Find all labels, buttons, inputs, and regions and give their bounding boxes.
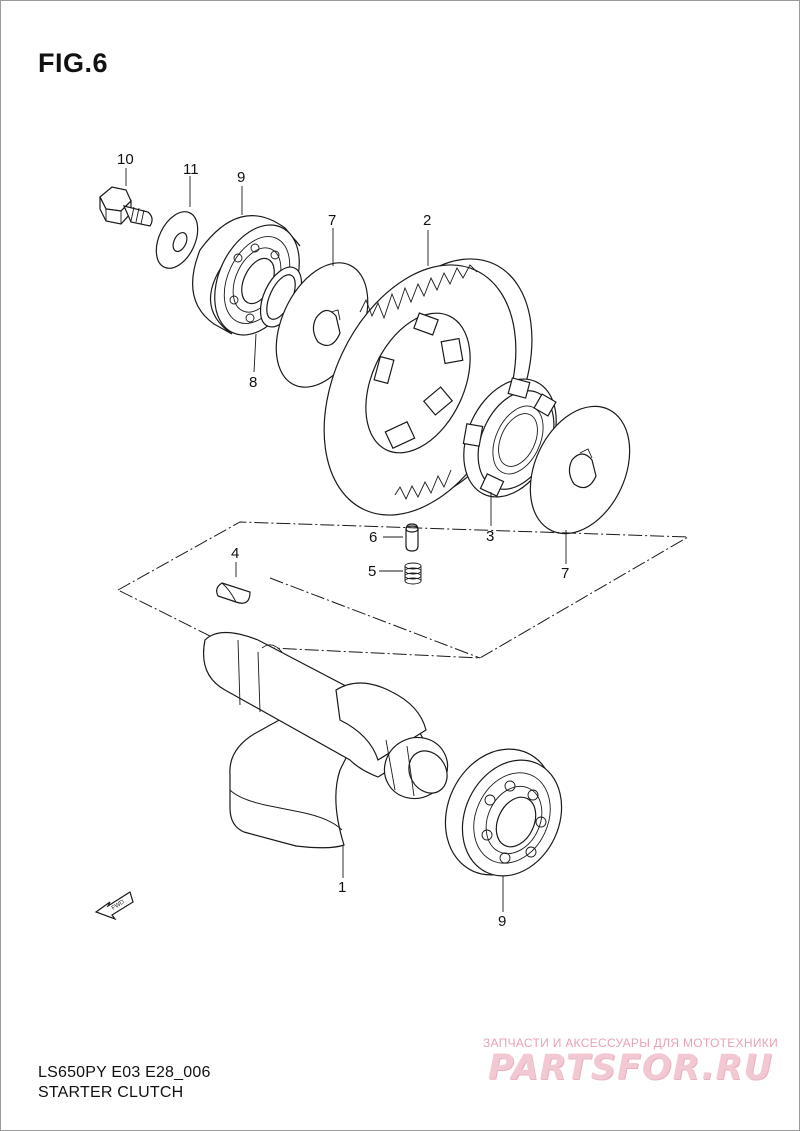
callout-numbers: 10 11 9 7 2 8 6 3 4 5 7 1 9 xyxy=(117,151,569,930)
callout-5: 5 xyxy=(368,563,376,580)
callout-9-upper: 9 xyxy=(237,169,245,186)
callout-6: 6 xyxy=(369,529,377,546)
callout-8: 8 xyxy=(249,374,257,391)
part-4-key[interactable] xyxy=(216,582,251,604)
forward-arrow-icon: FWD xyxy=(94,891,134,921)
callout-7-upper: 7 xyxy=(328,212,336,229)
callout-10: 10 xyxy=(117,151,134,168)
assembly-plane-outline xyxy=(117,521,690,659)
callout-4: 4 xyxy=(231,545,239,562)
callout-11: 11 xyxy=(183,161,199,178)
figure-title: FIG.6 xyxy=(38,48,109,78)
callout-3: 3 xyxy=(486,528,494,545)
callout-1: 1 xyxy=(338,879,346,896)
part-6-pin[interactable] xyxy=(405,523,419,552)
part-10-bolt[interactable] xyxy=(99,186,153,227)
part-1-shaft-housing[interactable] xyxy=(203,631,459,849)
watermark-tagline: ЗАПЧАСТИ И АКСЕССУАРЫ ДЛЯ МОТОТЕХНИКИ xyxy=(482,1036,778,1050)
part-7-washer-lower[interactable] xyxy=(511,390,649,549)
callout-7-lower: 7 xyxy=(561,565,569,582)
callout-2: 2 xyxy=(423,212,431,229)
watermark-logo: PARTSFOR.RU xyxy=(488,1048,773,1088)
diagram-caption: STARTER CLUTCH xyxy=(38,1084,184,1101)
model-code: LS650PY E03 E28_006 xyxy=(38,1064,211,1081)
callout-9-lower: 9 xyxy=(498,913,506,930)
part-5-spring[interactable] xyxy=(404,562,422,585)
leader-lines xyxy=(125,168,567,912)
part-11-washer[interactable] xyxy=(148,205,206,275)
part-9-bearing-lower[interactable] xyxy=(425,731,580,893)
